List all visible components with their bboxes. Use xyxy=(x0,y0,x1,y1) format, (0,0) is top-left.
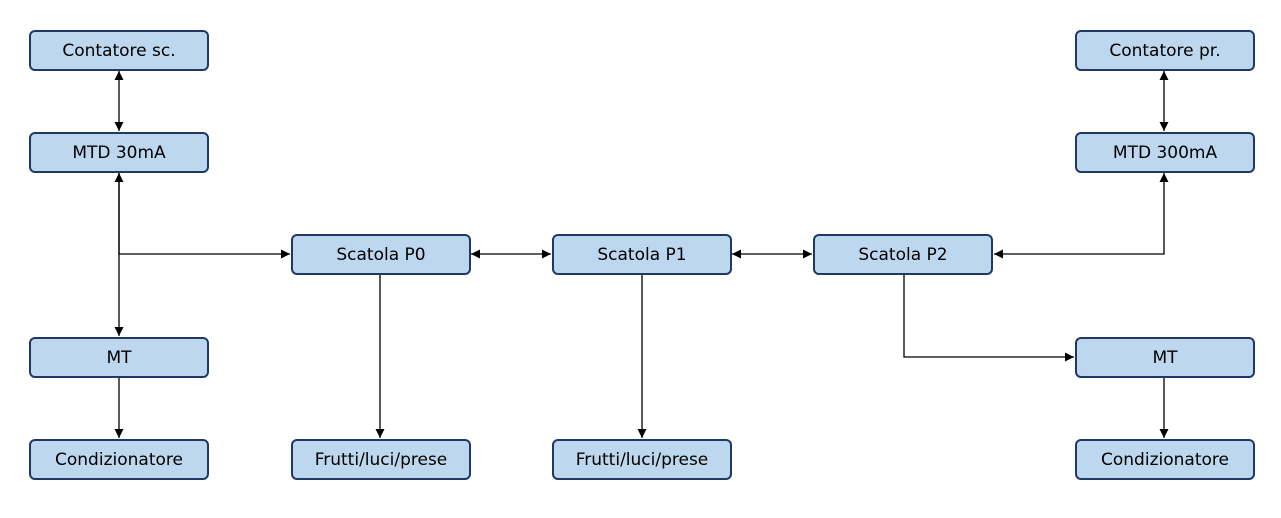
node-mtd-300ma: MTD 300mA xyxy=(1075,132,1255,173)
node-mtd-30ma: MTD 30mA xyxy=(29,132,209,173)
node-contatore-sc: Contatore sc. xyxy=(29,30,209,71)
connector-mtd-30ma-to-scatola-p0 xyxy=(114,173,290,259)
connector-scatola-p2-to-mt-right xyxy=(903,275,1074,362)
node-frutti-p1: Frutti/luci/prese xyxy=(552,439,732,480)
node-mt-left: MT xyxy=(29,337,209,378)
node-mt-right: MT xyxy=(1075,337,1255,378)
node-condizionatore-right: Condizionatore xyxy=(1075,439,1255,480)
node-scatola-p0: Scatola P0 xyxy=(291,234,471,275)
node-condizionatore-left: Condizionatore xyxy=(29,439,209,480)
node-scatola-p1: Scatola P1 xyxy=(552,234,732,275)
connector-mtd-300ma-to-scatola-p2 xyxy=(994,173,1169,259)
node-contatore-pr: Contatore pr. xyxy=(1075,30,1255,71)
node-scatola-p2: Scatola P2 xyxy=(813,234,993,275)
node-frutti-p0: Frutti/luci/prese xyxy=(291,439,471,480)
